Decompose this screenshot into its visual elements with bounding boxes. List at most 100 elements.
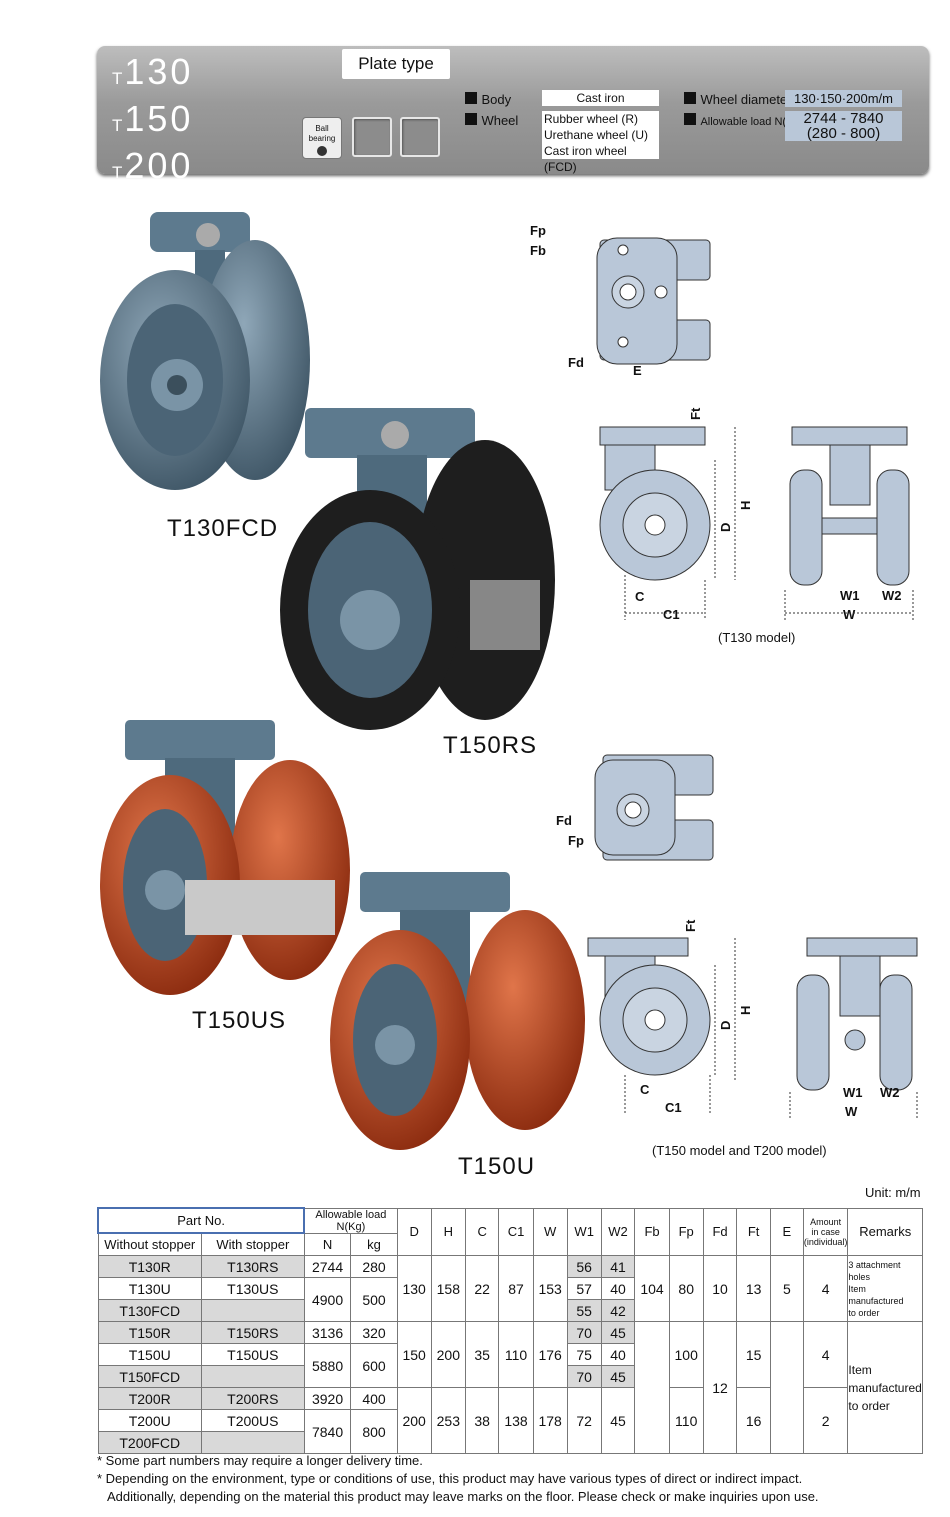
cell-w1: 70 [566,1365,602,1388]
th-amount-l1: Amount [810,1216,842,1227]
th-fd: Fd [702,1207,738,1256]
label-t150u: T150U [458,1153,536,1180]
body-row: Body [465,91,511,109]
cell-part-stopper: T130US [200,1277,305,1300]
cell-part: T130FCD [97,1299,202,1322]
cell-h: 200 [430,1321,466,1388]
dimension-diagrams: Fp Fb Fd E Ft D H C C1 W1 W2 W Fd Fp Ft … [530,223,918,1158]
dim-c-1: C [635,589,645,604]
th-kg: kg [350,1232,398,1256]
cell-amount: 4 [802,1255,849,1322]
cell-c1: 138 [498,1387,534,1454]
cell-part: T130R [97,1255,202,1278]
load-value-n: 2744 - 7840 [803,110,884,127]
ball-bearing-badge: Ball bearing [302,117,342,159]
dim-w2-2: W2 [880,1085,900,1100]
cell-w: 176 [532,1321,568,1388]
model-list: T130 T150 T200 [112,52,193,193]
front-view-t130 [789,426,910,586]
body-value: Cast iron [542,90,659,106]
cell-c: 35 [464,1321,500,1388]
unit-label: Unit: m/m [865,1185,921,1200]
th-allowable-load: Allowable load N(Kg) [303,1207,398,1234]
table-row: T150FCD 70 45 [97,1365,923,1388]
cell-part-stopper [200,1365,305,1388]
cell-kg: 280 [350,1255,398,1278]
label-t150us: T150US [192,1007,287,1034]
th-w1: W1 [566,1207,602,1256]
caption-t150-t200: (T150 model and T200 model) [652,1143,827,1158]
dim-w-1: W [843,607,856,622]
cell-part-stopper: T150RS [200,1321,305,1344]
th-n: N [303,1232,352,1256]
product-illustrations [100,212,585,1150]
diameter-row: Wheel diameter [684,91,792,109]
footnote-1: * Some part numbers may require a longer… [97,1453,423,1468]
top-view-t150 [594,754,714,861]
dim-fd-2: Fd [556,813,572,828]
cell-w1: 72 [566,1387,602,1454]
cell-ft: 16 [736,1387,771,1454]
cell-fp: 110 [668,1387,704,1454]
empty-badge-2 [400,117,440,157]
cell-part: T150R [97,1321,202,1344]
th-amount-l2: in case [811,1226,840,1237]
dim-fb-1: Fb [530,243,546,258]
cell-kg: 400 [350,1387,398,1410]
cell-part: T200U [97,1409,202,1432]
th-without-stopper: Without stopper [97,1232,202,1256]
cell-ft: 13 [736,1255,771,1322]
wheel-values: Rubber wheel (R) Urethane wheel (U) Cast… [542,111,659,174]
th-remarks: Remarks [847,1207,923,1256]
model-200: T200 [112,145,194,186]
load-row: Allowable load N(Kg) [684,112,803,130]
side-view-t150 [587,937,711,1076]
cell-w2: 45 [600,1321,636,1344]
cell-kg: 500 [350,1277,398,1322]
bearing-icon [317,146,327,156]
cell-n: 5880 [303,1343,352,1388]
bullet-icon [465,92,477,104]
cell-kg: 600 [350,1343,398,1388]
th-amount-l3: (individual) [803,1236,848,1247]
badge-line-2: bearing [308,134,336,143]
cell-w2: 42 [600,1299,636,1322]
bullet-icon [684,113,696,125]
cell-amount: 2 [802,1387,849,1454]
cell-w: 153 [532,1255,568,1322]
cell-w: 178 [532,1387,568,1454]
wheel-value-rubber: Rubber wheel (R) [544,112,639,126]
dim-fp-2: Fp [568,833,584,848]
cell-n: 3136 [303,1321,352,1344]
plate-type-label: Plate type [342,49,450,79]
cell-w1: 75 [566,1343,602,1366]
cell-remarks-2: Item manufactured to order [847,1321,923,1454]
remarks2-line-2: manufactured [848,1380,922,1395]
dim-w1-1: W1 [840,588,860,603]
remarks2-line-1: Item [848,1362,872,1377]
wheel-value-fcd: Cast iron wheel (FCD) [544,144,627,174]
th-fb: Fb [634,1207,670,1256]
cell-kg: 800 [350,1409,398,1454]
cell-fb-empty [634,1321,670,1454]
cell-part-stopper [200,1431,305,1454]
th-e: E [769,1207,804,1256]
cell-w1: 57 [566,1277,602,1300]
cell-part-stopper: T150US [200,1343,305,1366]
model-150: T150 [112,98,194,139]
cell-part: T200R [97,1387,202,1410]
table-row: T200R T200RS 3920 400 200 253 38 138 178… [97,1387,923,1454]
t150u-image [330,872,585,1150]
cell-w1: 70 [566,1321,602,1344]
cell-w1: 56 [566,1255,602,1278]
cell-part: T130U [97,1277,202,1300]
dim-h-1: H [738,501,753,510]
bullet-icon [684,92,696,104]
remarks-line-1: 3 attachment holes [848,1259,901,1282]
caption-t130: (T130 model) [718,630,795,645]
cell-c1: 110 [498,1321,534,1388]
badge-line-1: Ball [315,124,329,133]
th-amount: Amount in case (individual) [802,1207,849,1256]
cell-part: T150U [97,1343,202,1366]
dim-ft-1: Ft [688,407,703,420]
